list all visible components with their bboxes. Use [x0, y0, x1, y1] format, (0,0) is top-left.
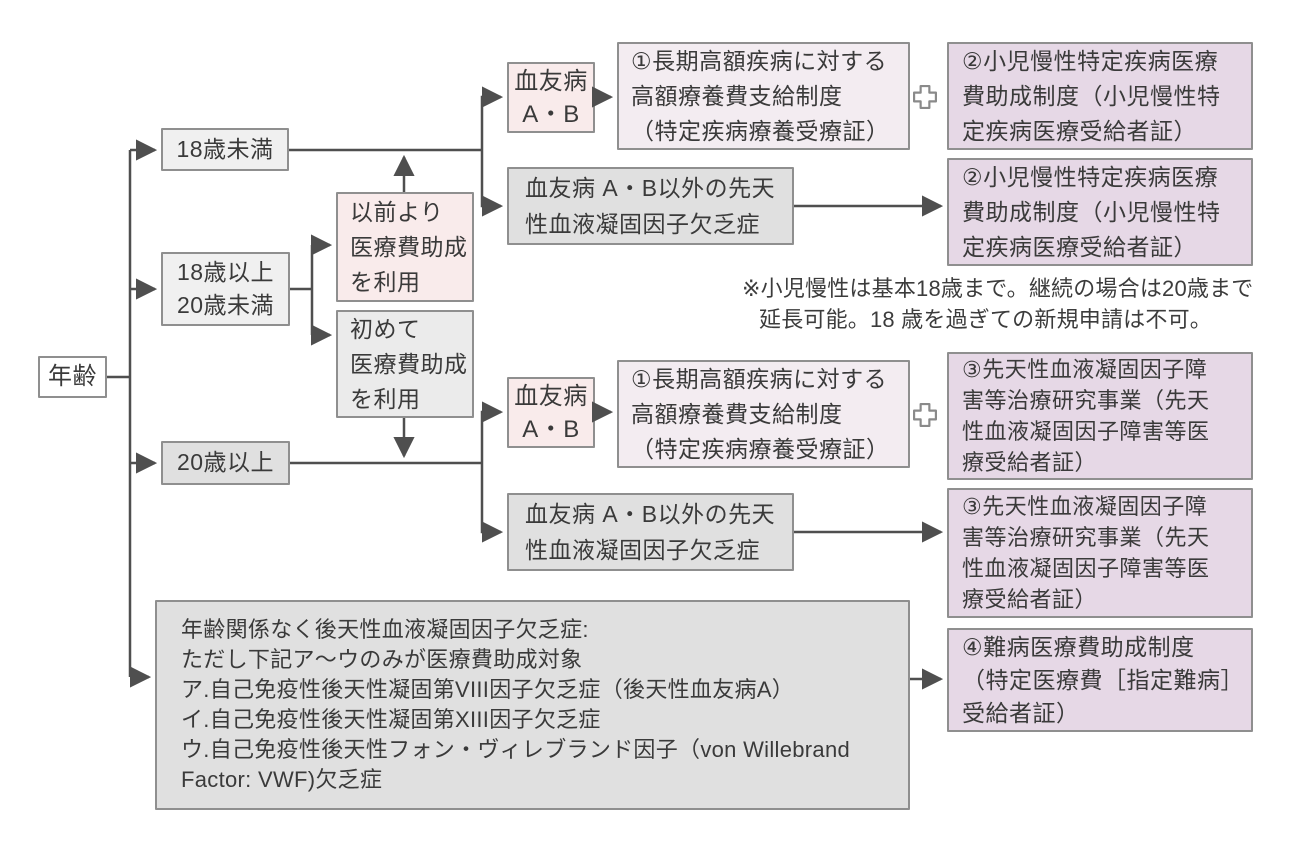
plus-icon — [913, 403, 937, 427]
system1-long-term-high-cost-box-top: ①長期高額疾病に対する 高額療養費支給制度 （特定疾病療養受療証） — [617, 42, 910, 150]
branch-over-20-box: 20歳以上 — [161, 441, 290, 485]
acquired-deficiency-box: 年齢関係なく後天性血液凝固因子欠乏症: ただし下記ア〜ウのみが医療費助成対象 ア… — [155, 600, 910, 810]
branch-18-to-20-box: 18歳以上 20歳未満 — [161, 252, 290, 326]
footnote-line-2: 延長可能。18 歳を過ぎての新規申請は不可。 — [759, 307, 1212, 332]
non-ab-congenital-deficiency-box-top: 血友病 A・B以外の先天 性血液凝固因子欠乏症 — [507, 167, 794, 245]
branch-under-18-box: 18歳未満 — [161, 128, 289, 171]
system3-congenital-research-box-bottom: ③先天性血液凝固因子障 害等治療研究事業（先天 性血液凝固因子障害等医 療受給者… — [947, 488, 1253, 618]
system2-pediatric-chronic-box-top: ②小児慢性特定疾病医療 費助成制度（小児慢性特 定疾病医療受給者証） — [947, 42, 1253, 150]
hemophilia-ab-box-top: 血友病 A・B — [507, 62, 595, 133]
system1-long-term-high-cost-box-bottom: ①長期高額疾病に対する 高額療養費支給制度 （特定疾病療養受療証） — [617, 360, 910, 468]
age-root-box: 年齢 — [38, 356, 107, 398]
system3-congenital-research-box-top: ③先天性血液凝固因子障 害等治療研究事業（先天 性血液凝固因子障害等医 療受給者… — [947, 352, 1253, 480]
system2-pediatric-chronic-box-bottom: ②小児慢性特定疾病医療 費助成制度（小児慢性特 定疾病医療受給者証） — [947, 158, 1253, 266]
prior-assistance-use-box: 以前より 医療費助成 を利用 — [336, 192, 474, 302]
hemophilia-ab-box-bottom: 血友病 A・B — [507, 377, 595, 448]
first-assistance-use-box: 初めて 医療費助成 を利用 — [336, 310, 474, 418]
footnote-line-1: ※小児慢性は基本18歳まで。継続の場合は20歳まで — [742, 276, 1254, 301]
non-ab-congenital-deficiency-box-bottom: 血友病 A・B以外の先天 性血液凝固因子欠乏症 — [507, 493, 794, 571]
system4-intractable-disease-box: ④難病医療費助成制度 （特定医療費［指定難病］ 受給者証） — [947, 628, 1253, 732]
pediatric-chronic-footnote: ※小児慢性は基本18歳まで。継続の場合は20歳まで 延長可能。18 歳を過ぎての… — [742, 273, 1287, 335]
plus-icon — [913, 85, 937, 109]
